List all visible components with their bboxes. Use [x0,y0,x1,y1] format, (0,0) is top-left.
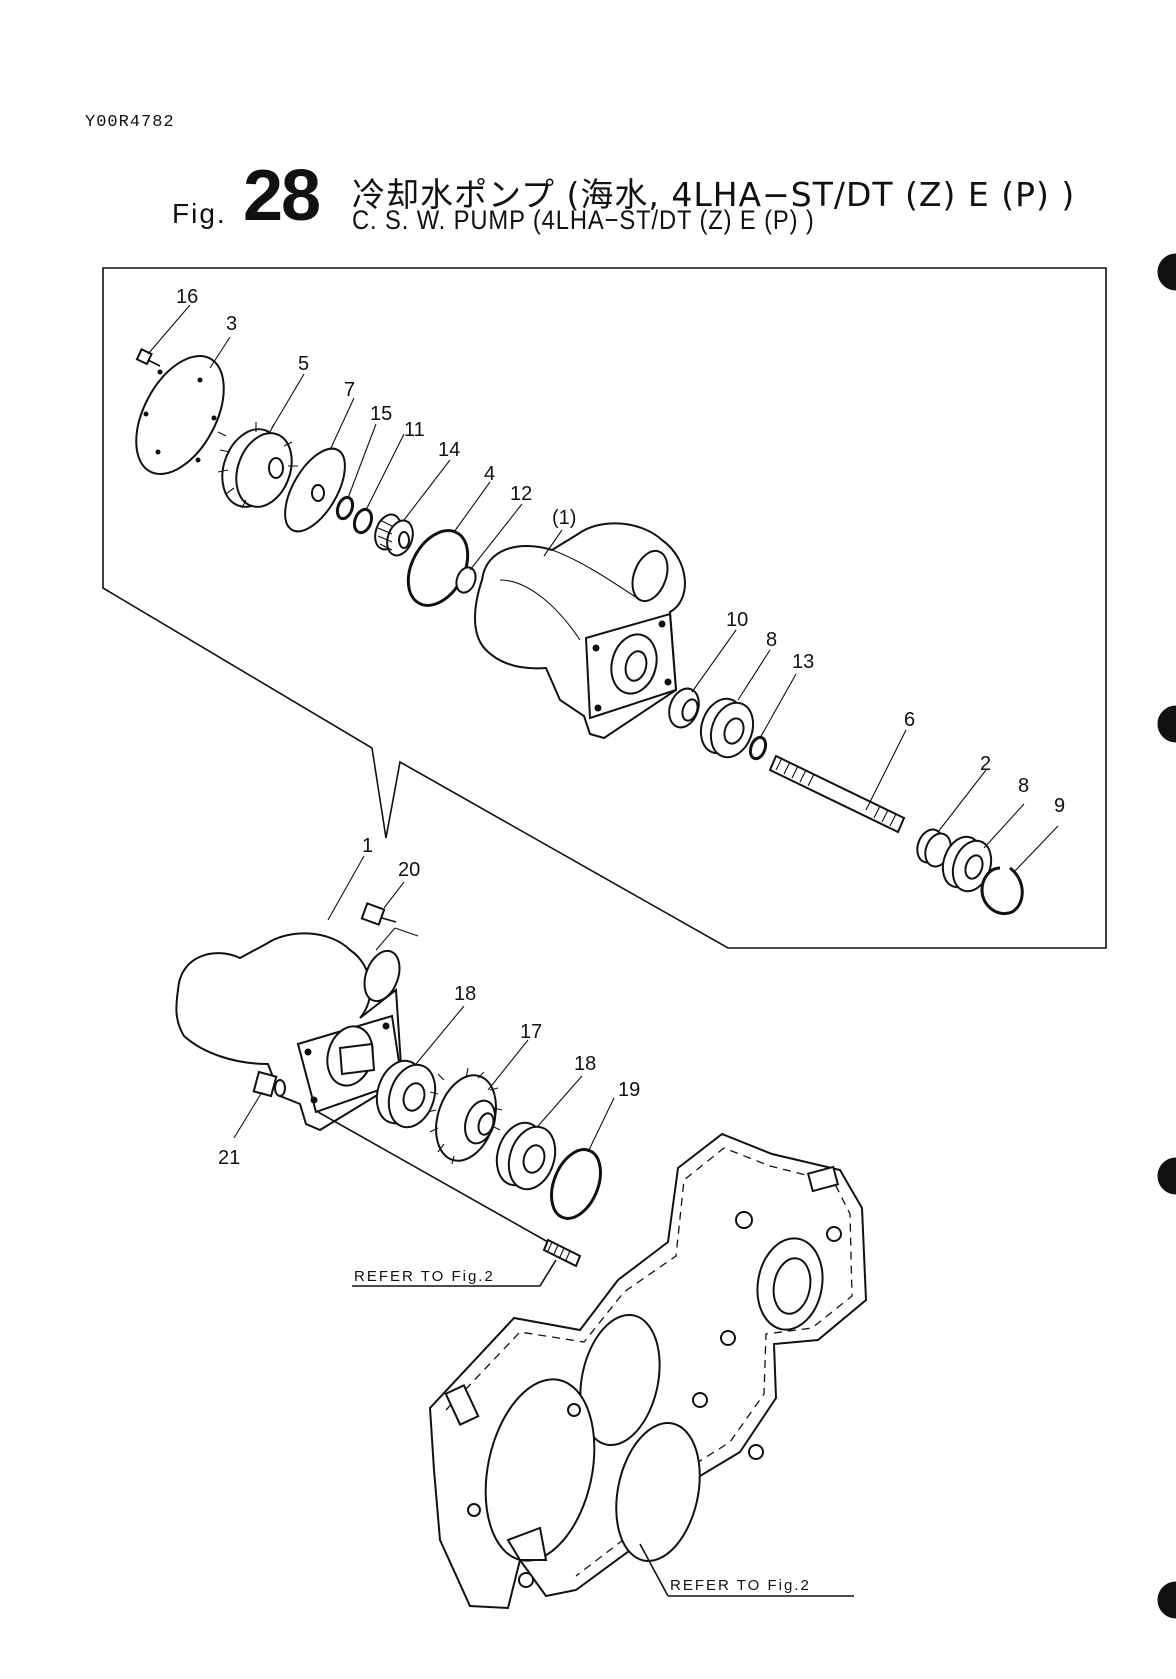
callout-19: 19 [618,1079,640,1101]
ring-15 [335,495,356,520]
punch-hole [1158,1158,1176,1194]
pump-housing-detail [475,523,685,738]
punch-hole [1158,706,1176,742]
callout-2: 2 [980,753,991,775]
callout-16: 16 [176,286,198,308]
callout-18-upper: 18 [454,983,476,1005]
punch-hole [1158,1582,1176,1618]
callout-3: 3 [226,313,237,335]
callout-6: 6 [904,709,915,731]
punch-holes [1158,254,1176,1618]
callout-1: 1 [362,835,373,857]
reference-upper: REFER TO Fig.2 [352,1260,556,1286]
callout-17: 17 [520,1021,542,1043]
callout-7: 7 [344,379,355,401]
shaft-6 [770,756,904,832]
callout-9: 9 [1054,795,1065,817]
reference-lower: REFER TO Fig.2 [640,1544,854,1596]
callout-12: 12 [510,483,532,505]
callout-8-upper: 8 [766,629,777,651]
reference-lower-text: REFER TO Fig.2 [670,1577,811,1594]
snap-ring-9 [982,868,1022,914]
callout-20: 20 [398,859,420,881]
pump-housing [176,933,406,1130]
callout-1-detail: (1) [552,507,576,529]
callout-18-lower: 18 [574,1053,596,1075]
gear-case [430,1134,866,1608]
callout-10: 10 [726,609,748,631]
callout-8-lower: 8 [1018,775,1029,797]
callout-15: 15 [370,403,392,425]
bolt-16 [137,349,160,366]
callout-5: 5 [298,353,309,375]
bolt-20 [362,903,418,950]
callout-4: 4 [484,463,495,485]
ring-11 [351,507,374,535]
callout-11: 11 [404,419,425,441]
punch-hole [1158,254,1176,290]
callout-13: 13 [792,651,814,673]
callout-21: 21 [218,1147,240,1169]
reference-upper-text: REFER TO Fig.2 [354,1268,495,1285]
seal-14 [371,511,418,559]
callout-14: 14 [438,439,460,461]
